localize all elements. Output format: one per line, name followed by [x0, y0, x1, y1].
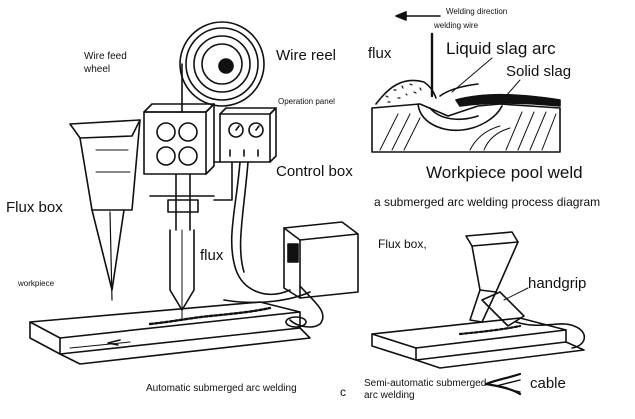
wire-feed-head: [143, 103, 215, 113]
operation-panel-label: Operation panel: [278, 97, 335, 106]
semi-automatic-welder: [371, 231, 586, 396]
solid-slag-band: [455, 93, 561, 107]
flux-hopper: [69, 119, 141, 139]
semi-flux-hopper: [465, 231, 519, 247]
liquid-slag-arc-label: Liquid slag arc: [446, 39, 556, 58]
automatic-welder: [29, 21, 359, 365]
semi-handgrip: [481, 291, 525, 327]
welding-direction-label: Welding direction: [446, 7, 508, 16]
cable-label: cable: [530, 375, 566, 392]
semi-automatic-welding-caption: Semi-automatic submerged arc welding: [364, 378, 487, 401]
wire-reel-label: Wire reel: [276, 47, 337, 64]
flux-label-top: flux: [368, 45, 392, 62]
weld-pool: [417, 103, 503, 131]
workpiece-label: workpiece: [18, 279, 55, 288]
flux-mound: [375, 79, 437, 105]
flux-box-label-left: Flux box: [6, 199, 63, 216]
process-caption: a submerged arc welding process diagram: [374, 195, 601, 209]
operation-panel: [219, 113, 271, 163]
process-cross-section: [371, 11, 561, 153]
control-box: [283, 221, 359, 241]
automatic-welding-caption: Automatic submerged arc welding: [146, 383, 297, 394]
solid-slag-label: Solid slag: [506, 63, 572, 80]
control-box-label: Control box: [276, 163, 353, 180]
c-mark: c: [340, 385, 346, 399]
workpiece-block: [371, 107, 561, 153]
flux-box-label-right: Flux box,: [378, 237, 427, 251]
wire-reel: [179, 21, 265, 107]
flux-label-center: flux: [200, 247, 224, 264]
handgrip-label: handgrip: [528, 275, 587, 292]
welding-wire-label: welding wire: [434, 21, 479, 30]
workpiece-pool-weld-label: Workpiece pool weld: [426, 163, 583, 182]
wire-feed-wheel-label: Wire feed wheel: [84, 51, 127, 75]
cable-bundle: [230, 161, 291, 295]
semi-cable: [515, 321, 586, 349]
